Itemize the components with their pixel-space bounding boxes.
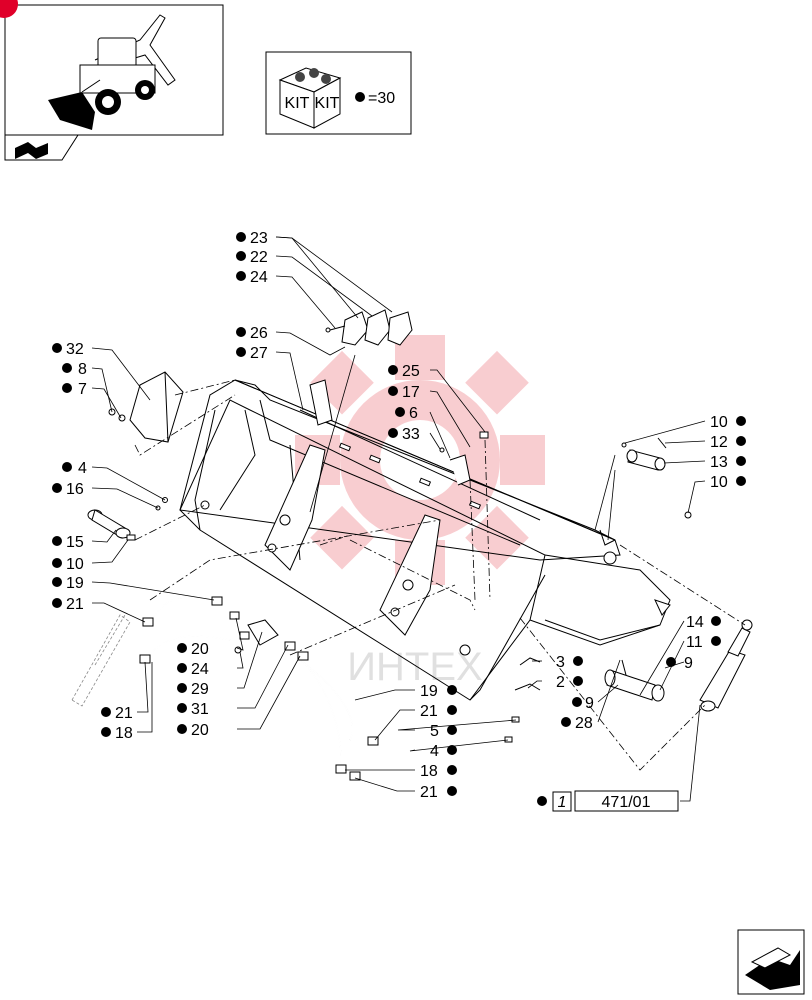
callout-24-b: 24 xyxy=(191,661,209,678)
callout-13: 13 xyxy=(710,454,728,471)
guard-part xyxy=(129,371,184,443)
callout-7: 7 xyxy=(78,381,87,398)
kit-legend-text: =30 xyxy=(368,90,395,107)
ghost-cylinder xyxy=(71,614,131,707)
callout-18-b: 18 xyxy=(420,763,438,780)
callout-9-a: 9 xyxy=(585,695,594,712)
callout-20-b: 20 xyxy=(191,722,209,739)
pin-part-11 xyxy=(604,659,665,702)
callout-9-b: 9 xyxy=(684,655,693,672)
callout-10-b: 10 xyxy=(710,474,728,491)
callout-11: 11 xyxy=(686,634,703,651)
reference-code: 471/01 xyxy=(602,794,651,811)
wear-pad-part xyxy=(387,311,413,346)
hydraulic-cylinder xyxy=(699,619,753,712)
pin-part-15 xyxy=(87,509,136,541)
callout-22: 22 xyxy=(250,249,268,266)
wear-pad-part xyxy=(364,309,391,346)
callout-31: 31 xyxy=(191,701,209,718)
callout-26: 26 xyxy=(250,325,268,342)
callout-21-d: 21 xyxy=(420,784,438,801)
callout-6: 6 xyxy=(409,405,418,422)
callout-21-a: 21 xyxy=(66,596,84,613)
loader-bucket xyxy=(179,379,671,701)
pin-part-13 xyxy=(621,437,692,519)
reference-box-number: 1 xyxy=(558,794,567,811)
callout-16: 16 xyxy=(66,481,84,498)
callout-18-a: 18 xyxy=(115,725,133,742)
callout-19-b: 19 xyxy=(420,683,438,700)
callout-27: 27 xyxy=(250,345,268,362)
callout-28: 28 xyxy=(575,715,593,732)
centerlines xyxy=(134,379,746,771)
callout-21-c: 21 xyxy=(420,703,438,720)
callout-2: 2 xyxy=(556,674,565,691)
callout-10-a: 10 xyxy=(710,414,728,431)
hose-assembly-right xyxy=(284,641,379,781)
callout-17: 17 xyxy=(402,384,420,401)
corner-marker-icon xyxy=(0,0,18,18)
callout-3: 3 xyxy=(556,654,565,671)
parts-group xyxy=(71,309,753,781)
callout-24: 24 xyxy=(250,269,268,286)
callout-8: 8 xyxy=(78,361,87,378)
machine-thumbnail xyxy=(0,0,224,161)
kit-bullet-icon xyxy=(355,92,365,102)
arrow-tab-icon xyxy=(15,142,48,159)
kit-legend: KIT KIT =30 xyxy=(265,51,412,135)
callout-25: 25 xyxy=(402,363,420,380)
reference-box: 1 471/01 xyxy=(537,790,679,812)
callout-5: 5 xyxy=(430,723,439,740)
kit-box-icon xyxy=(278,67,342,129)
leader-lines xyxy=(91,236,706,802)
callout-21-b: 21 xyxy=(115,705,133,722)
kit-label-right: KIT xyxy=(315,95,340,112)
callout-20-a: 20 xyxy=(191,641,209,658)
callout-4-a: 4 xyxy=(78,460,87,477)
backhoe-loader-icon xyxy=(48,14,176,130)
callout-15: 15 xyxy=(66,534,84,551)
callout-32: 32 xyxy=(66,341,84,358)
callout-labels: 23 22 24 26 27 32 8 7 25 17 6 33 10 12 1… xyxy=(52,230,746,801)
callout-23: 23 xyxy=(250,230,268,247)
hose-assembly-left xyxy=(139,596,279,664)
next-page-icon[interactable] xyxy=(737,929,805,995)
callout-12: 12 xyxy=(710,434,728,451)
watermark: ИНТЕХ xyxy=(295,335,545,689)
kit-label-left: KIT xyxy=(285,95,310,112)
callout-29: 29 xyxy=(191,681,209,698)
callout-10-c: 10 xyxy=(66,556,84,573)
callout-19-a: 19 xyxy=(66,575,84,592)
callout-14: 14 xyxy=(686,614,704,631)
callout-4-b: 4 xyxy=(430,743,439,760)
wear-pad-part xyxy=(341,311,369,346)
callout-33: 33 xyxy=(402,426,420,443)
